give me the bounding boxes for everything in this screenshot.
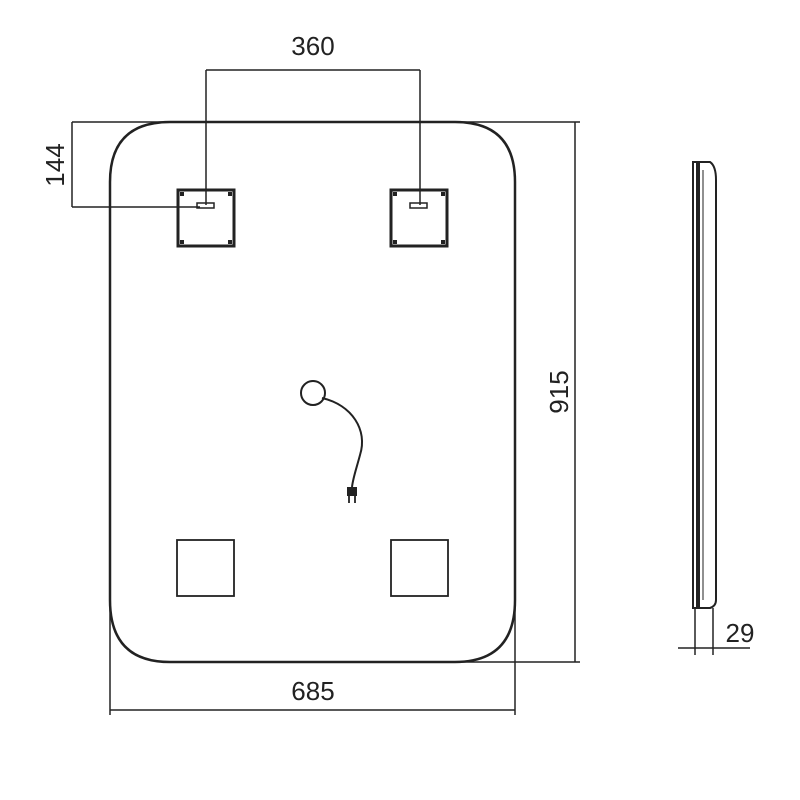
- power-cable: [300, 380, 363, 503]
- top-offset-label: 144: [40, 143, 70, 186]
- dimension-overall-height: [455, 121, 580, 663]
- dimension-top-offset: [71, 121, 205, 208]
- dimension-overall-width: [109, 600, 516, 715]
- dimension-depth: [678, 608, 750, 655]
- side-view: [692, 161, 717, 609]
- lower-pad-right: [390, 539, 449, 597]
- mount-spacing-label: 360: [291, 31, 334, 61]
- dimension-mount-spacing: [205, 69, 421, 205]
- overall-width-label: 685: [291, 676, 334, 706]
- plug-icon: [347, 487, 357, 496]
- overall-height-label: 915: [544, 370, 574, 413]
- depth-label: 29: [726, 618, 755, 648]
- mirror-outline: [108, 120, 517, 664]
- lower-pad-left: [176, 539, 235, 597]
- mounting-bracket-right: [389, 188, 449, 248]
